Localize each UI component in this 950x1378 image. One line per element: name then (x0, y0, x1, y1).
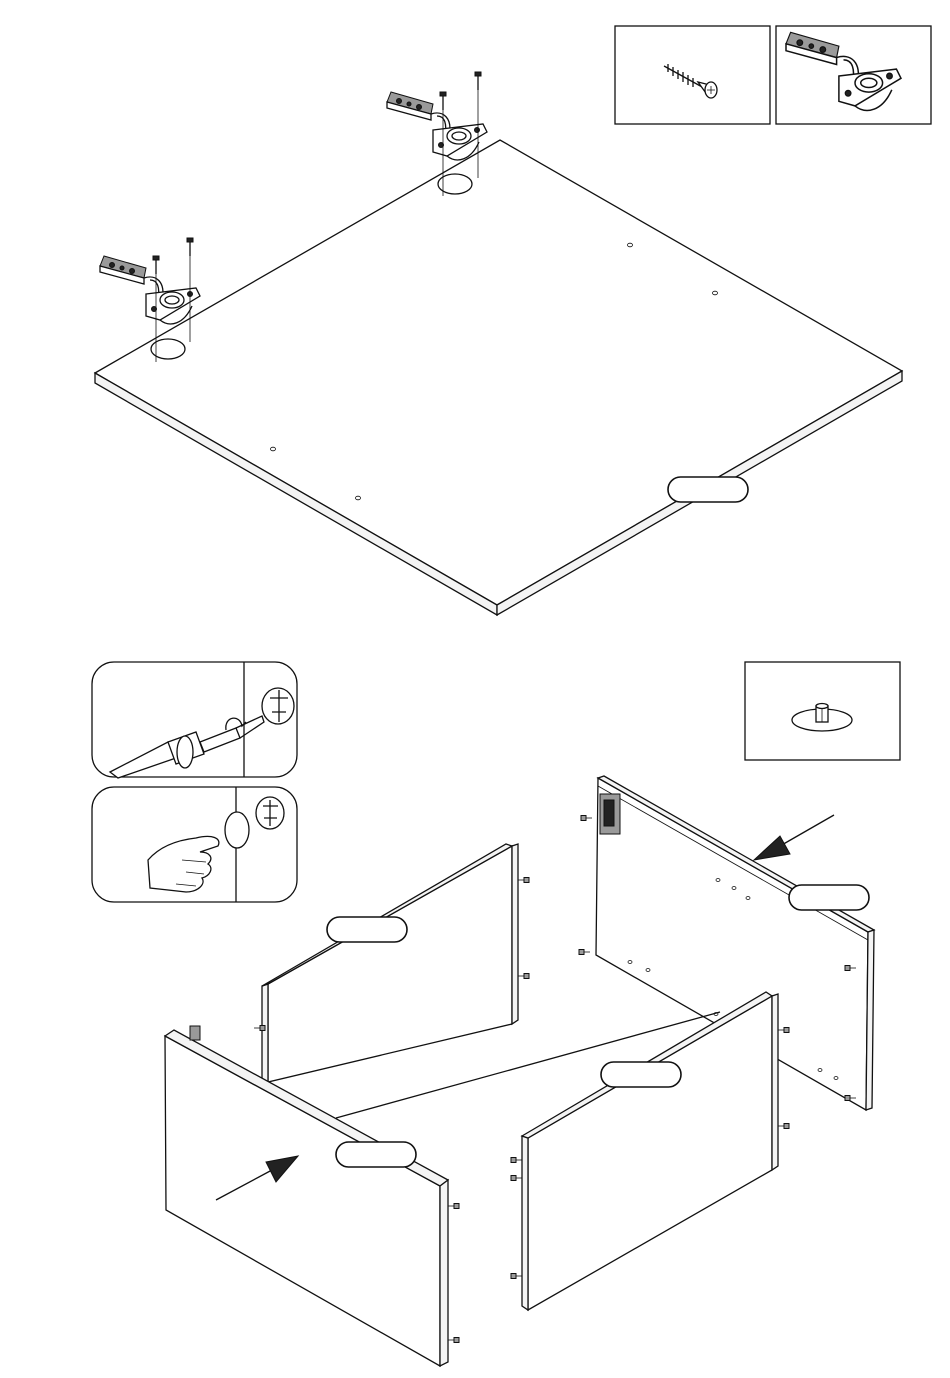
part-label-front-panel (336, 1142, 416, 1167)
top-panel (95, 140, 902, 615)
drill-step-box (92, 662, 297, 778)
dowel-detail-box (745, 662, 900, 760)
screw-icon (153, 238, 193, 274)
cam-dowel-icon (792, 704, 852, 732)
hand-icon (148, 836, 219, 892)
cabinet-hinge-icon (786, 32, 901, 110)
part-label-back-panel (789, 885, 869, 910)
press-cap-step-box (92, 787, 297, 902)
right-side-panel (511, 992, 789, 1310)
screw-detail-box (615, 26, 770, 124)
hinge-detail-box (776, 26, 931, 124)
part-label-top-panel (668, 477, 748, 502)
left-side-panel (254, 844, 529, 1082)
front-panel (165, 1026, 459, 1366)
part-label-left-side (327, 917, 407, 942)
arrow-icon (754, 815, 834, 860)
part-label-right-side (601, 1062, 681, 1087)
hinge-plate (600, 794, 620, 834)
screw-icon (440, 72, 481, 110)
screwdriver-icon (110, 716, 264, 778)
screw-icon (664, 64, 717, 98)
